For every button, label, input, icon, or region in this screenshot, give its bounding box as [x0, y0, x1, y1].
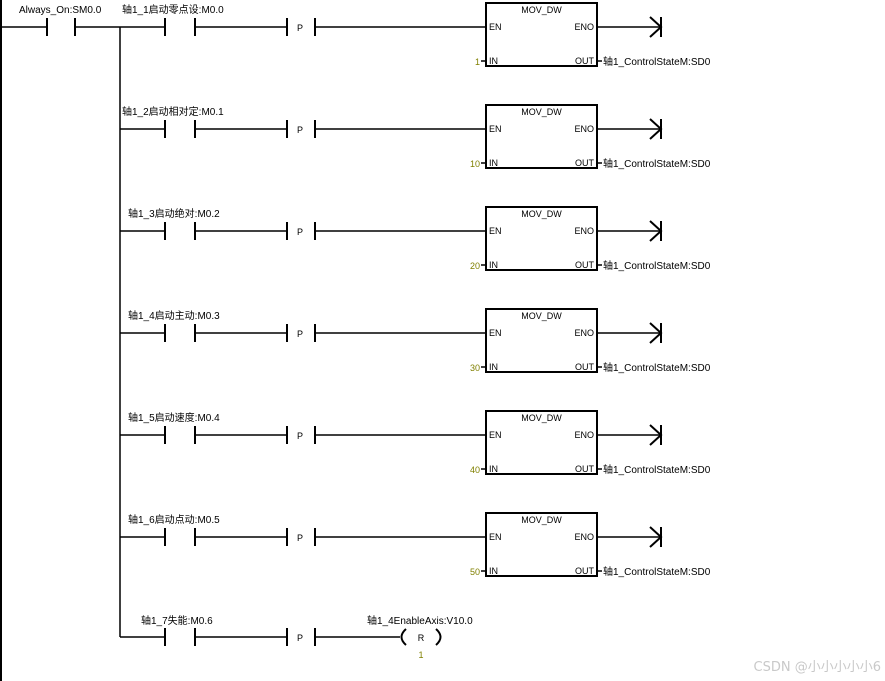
- contact-label: 轴1_6启动点动:M0.5: [128, 513, 220, 526]
- positive-edge-p[interactable]: P: [286, 120, 316, 138]
- out-label: 轴1_ControlStateM:SD0: [603, 565, 711, 578]
- pin-out: OUT: [575, 158, 595, 168]
- rung-6: 轴1_6启动点动:M0.5P MOV_DW EN ENO IN OUT 50 轴1_Contr…: [120, 512, 711, 578]
- pin-eno: ENO: [574, 226, 594, 236]
- out-label: 轴1_ControlStateM:SD0: [603, 361, 711, 374]
- positive-edge-p[interactable]: P: [286, 628, 316, 646]
- out-label: 轴1_ControlStateM:SD0: [603, 463, 711, 476]
- mov-dw-block[interactable]: MOV_DW EN ENO IN OUT: [485, 410, 598, 475]
- svg-text:P: P: [297, 329, 303, 339]
- out-label: 轴1_ControlStateM:SD0: [603, 55, 711, 68]
- positive-edge-p[interactable]: P: [286, 222, 316, 240]
- pin-in: IN: [489, 464, 498, 474]
- block-name: MOV_DW: [521, 515, 562, 525]
- pin-in: IN: [489, 362, 498, 372]
- pin-eno: ENO: [574, 328, 594, 338]
- pin-in: IN: [489, 158, 498, 168]
- contact-label: 轴1_1启动零点设:M0.0: [122, 3, 224, 16]
- contact-label: 轴1_2启动相对定:M0.1: [122, 105, 224, 118]
- in-constant: 10: [470, 159, 480, 169]
- svg-text:P: P: [297, 125, 303, 135]
- svg-text:P: P: [297, 23, 303, 33]
- coil-label: 轴1_4EnableAxis:V10.0: [367, 614, 473, 627]
- pin-in: IN: [489, 56, 498, 66]
- contact-label: 轴1_4启动主动:M0.3: [128, 309, 220, 322]
- pin-in: IN: [489, 566, 498, 576]
- block-name: MOV_DW: [521, 5, 562, 15]
- rung-5: 轴1_5启动速度:M0.4P MOV_DW EN ENO IN OUT 40 轴1_Contr…: [120, 410, 711, 476]
- watermark: CSDN @小小小小小6: [753, 660, 881, 675]
- svg-text:P: P: [297, 633, 303, 643]
- pin-eno: ENO: [574, 124, 594, 134]
- always-on-contact[interactable]: [1, 18, 120, 36]
- svg-text:P: P: [297, 533, 303, 543]
- rung-1: 轴1_1启动零点设:M0.0P MOV_DW EN ENO IN OUT 1 轴1_Contr…: [120, 2, 711, 68]
- contact-label: 轴1_7失能:M0.6: [141, 614, 213, 627]
- reset-coil[interactable]: R: [400, 628, 442, 646]
- contact[interactable]: [120, 222, 286, 240]
- contact[interactable]: [120, 120, 286, 138]
- pin-en: EN: [489, 226, 502, 236]
- pin-en: EN: [489, 328, 502, 338]
- mov-dw-block[interactable]: MOV_DW EN ENO IN OUT: [485, 2, 598, 67]
- mov-dw-block[interactable]: MOV_DW EN ENO IN OUT: [485, 308, 598, 373]
- mov-dw-block[interactable]: MOV_DW EN ENO IN OUT: [485, 512, 598, 577]
- contact[interactable]: [120, 528, 286, 546]
- pin-en: EN: [489, 430, 502, 440]
- block-name: MOV_DW: [521, 107, 562, 117]
- mov-dw-block[interactable]: MOV_DW EN ENO IN OUT: [485, 104, 598, 169]
- mov-dw-block[interactable]: MOV_DW EN ENO IN OUT: [485, 206, 598, 271]
- out-label: 轴1_ControlStateM:SD0: [603, 157, 711, 170]
- contact[interactable]: [120, 628, 286, 646]
- pin-eno: ENO: [574, 430, 594, 440]
- contact-label: 轴1_5启动速度:M0.4: [128, 411, 220, 424]
- pin-eno: ENO: [574, 22, 594, 32]
- out-label: 轴1_ControlStateM:SD0: [603, 259, 711, 272]
- coil-count: 1: [418, 650, 423, 660]
- positive-edge-p[interactable]: P: [286, 18, 316, 36]
- in-constant: 20: [470, 261, 480, 271]
- rung-3: 轴1_3启动绝对:M0.2P MOV_DW EN ENO IN OUT 20 轴1_Contr…: [120, 206, 711, 272]
- rung-2: 轴1_2启动相对定:M0.1P MOV_DW EN ENO IN OUT 10 轴1_Cont…: [120, 104, 711, 170]
- in-constant: 40: [470, 465, 480, 475]
- pin-in: IN: [489, 260, 498, 270]
- rung-4: 轴1_4启动主动:M0.3P MOV_DW EN ENO IN OUT 30 轴1_Contr…: [120, 308, 711, 374]
- contact[interactable]: [120, 426, 286, 444]
- coil-type: R: [418, 633, 425, 643]
- in-constant: 30: [470, 363, 480, 373]
- contact[interactable]: [120, 324, 286, 342]
- contact[interactable]: [120, 18, 286, 36]
- pin-out: OUT: [575, 56, 595, 66]
- pin-eno: ENO: [574, 532, 594, 542]
- pin-out: OUT: [575, 566, 595, 576]
- positive-edge-p[interactable]: P: [286, 324, 316, 342]
- in-constant: 50: [470, 567, 480, 577]
- pin-en: EN: [489, 532, 502, 542]
- rung-7: 轴1_7失能:M0.6P 轴1_4EnableAxis:V10.0R 1: [120, 614, 473, 660]
- positive-edge-p[interactable]: P: [286, 426, 316, 444]
- block-name: MOV_DW: [521, 209, 562, 219]
- pin-en: EN: [489, 22, 502, 32]
- pin-en: EN: [489, 124, 502, 134]
- pin-out: OUT: [575, 464, 595, 474]
- pin-out: OUT: [575, 260, 595, 270]
- block-name: MOV_DW: [521, 311, 562, 321]
- in-constant: 1: [475, 57, 480, 67]
- positive-edge-p[interactable]: P: [286, 528, 316, 546]
- svg-text:P: P: [297, 431, 303, 441]
- contact-label: 轴1_3启动绝对:M0.2: [128, 207, 220, 220]
- always-on-contact-label: Always_On:SM0.0: [19, 5, 102, 16]
- svg-text:P: P: [297, 227, 303, 237]
- block-name: MOV_DW: [521, 413, 562, 423]
- pin-out: OUT: [575, 362, 595, 372]
